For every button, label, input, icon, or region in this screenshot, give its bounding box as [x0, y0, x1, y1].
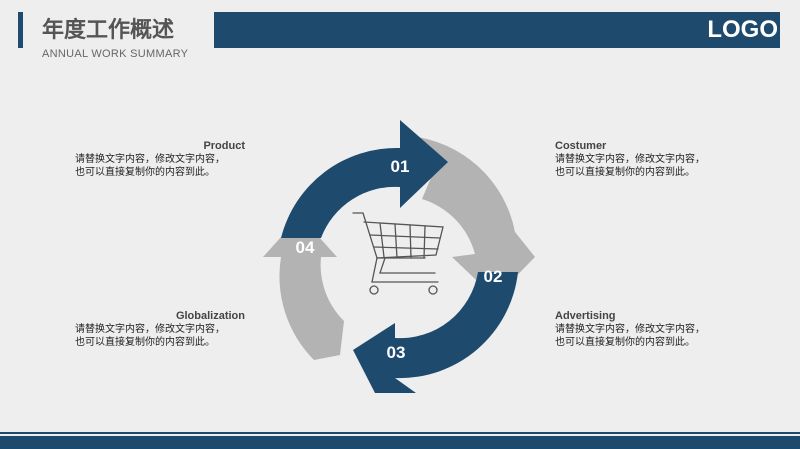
cycle-diagram: 01 02 03 04	[263, 120, 535, 393]
shopping-cart-icon	[352, 212, 444, 295]
product-heading: Product	[203, 140, 245, 152]
page-title: 年度工作概述	[42, 18, 175, 43]
advertising-heading: Advertising	[555, 310, 616, 322]
costumer-block: Costumer 请替换文字内容，修改文字内容， 也可以直接复制你的内容到此。	[555, 140, 725, 179]
footer-band	[0, 436, 800, 449]
product-text-line-1: 请替换文字内容，修改文字内容，	[75, 154, 225, 165]
product-text-line-2: 也可以直接复制你的内容到此。	[75, 167, 215, 178]
page-subtitle: ANNUAL WORK SUMMARY	[42, 48, 189, 60]
globalization-text-line-2: 也可以直接复制你的内容到此。	[75, 337, 215, 348]
step-number-01: 01	[391, 157, 410, 176]
logo: LOGO	[707, 16, 778, 43]
product-block: Product 请替换文字内容，修改文字内容， 也可以直接复制你的内容到此。	[75, 140, 245, 179]
cycle-arrow-01	[281, 120, 448, 238]
costumer-text-line-1: 请替换文字内容，修改文字内容，	[555, 154, 705, 165]
costumer-heading: Costumer	[555, 140, 607, 152]
header-band	[214, 12, 780, 48]
globalization-heading: Globalization	[175, 310, 245, 322]
cycle-arrow-03	[353, 272, 518, 393]
globalization-text-line-1: 请替换文字内容，修改文字内容，	[75, 324, 225, 335]
globalization-block: Globalization 请替换文字内容，修改文字内容， 也可以直接复制你的内…	[75, 310, 245, 349]
advertising-block: Advertising 请替换文字内容，修改文字内容， 也可以直接复制你的内容到…	[555, 310, 725, 349]
cycle-arrow-02	[409, 136, 535, 298]
costumer-text-line-2: 也可以直接复制你的内容到此。	[555, 167, 695, 178]
footer-line	[0, 432, 800, 434]
step-number-02: 02	[484, 267, 503, 286]
step-number-04: 04	[296, 238, 315, 257]
step-number-03: 03	[387, 343, 406, 362]
cycle-arrow-04	[263, 216, 344, 360]
advertising-text-line-2: 也可以直接复制你的内容到此。	[555, 337, 695, 348]
title-accent-bar	[18, 12, 23, 48]
advertising-text-line-1: 请替换文字内容，修改文字内容，	[555, 324, 705, 335]
